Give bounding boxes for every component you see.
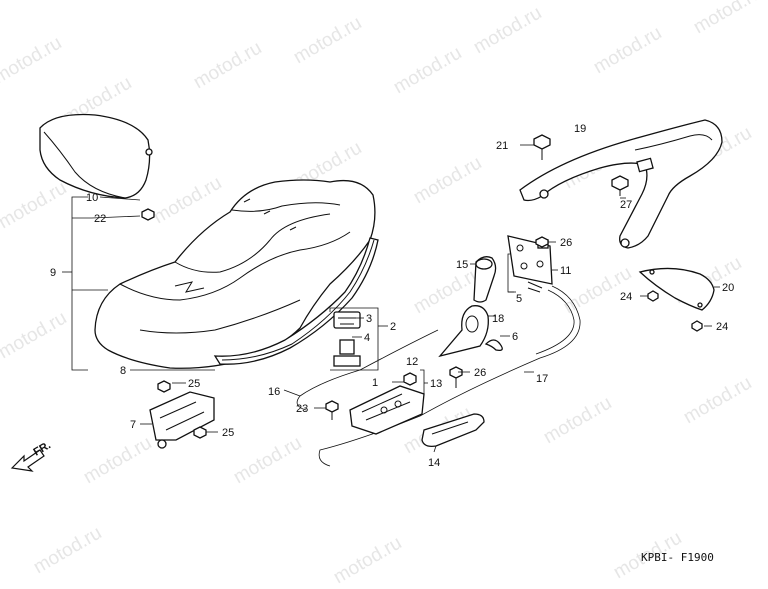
key-cylinder (473, 256, 497, 303)
cable-17b (535, 289, 575, 355)
callout-17: 17 (536, 373, 548, 385)
callout-25b: 25 (222, 427, 234, 439)
side-cover-panel (638, 267, 715, 311)
callout-22: 22 (94, 213, 106, 225)
callout-13: 13 (430, 378, 442, 390)
clip-6 (484, 339, 503, 352)
callout-9: 9 (50, 267, 56, 279)
bolt-22 (141, 208, 155, 221)
hinge-bracket (333, 311, 361, 367)
callout-20: 20 (722, 282, 734, 294)
cable-16 (296, 329, 439, 411)
callout-27: 27 (620, 199, 632, 211)
lock-cover (438, 305, 489, 358)
direction-label: FR. (32, 439, 53, 458)
leader-lines (62, 144, 720, 453)
callout-10: 10 (86, 192, 98, 204)
bolt-27 (611, 175, 629, 196)
callout-23: 23 (296, 403, 308, 415)
hinge-mount (149, 391, 215, 449)
callout-26b: 26 (474, 367, 486, 379)
callout-19: 19 (574, 123, 586, 135)
callout-numbers: 1 2 3 4 5 6 7 8 9 10 11 12 13 14 15 16 1… (50, 123, 734, 469)
callout-25a: 25 (188, 378, 200, 390)
callout-7: 7 (130, 419, 136, 431)
diagram-code: KPBI- F1900 (641, 551, 714, 564)
callout-21: 21 (496, 140, 508, 152)
front-direction-arrow: FR. (10, 439, 53, 472)
callout-16: 16 (268, 386, 280, 398)
callout-12: 12 (406, 356, 418, 368)
bolt-23 (325, 400, 339, 420)
callout-11: 11 (560, 265, 571, 277)
cable-17 (318, 285, 581, 467)
callout-2: 2 (390, 321, 396, 333)
callout-24a: 24 (620, 291, 632, 303)
bolt-21 (533, 134, 551, 160)
arrow-icon (10, 449, 45, 472)
seat-latch (349, 372, 425, 435)
callout-1: 1 (372, 377, 378, 389)
bolt-26-lower (449, 366, 463, 388)
callout-18: 18 (492, 313, 504, 325)
callout-26a: 26 (560, 237, 572, 249)
callout-6: 6 (512, 331, 518, 343)
callout-8: 8 (120, 365, 126, 377)
bolt-25-upper (157, 380, 171, 393)
callout-15: 15 (456, 259, 468, 271)
latch-cover (421, 413, 485, 448)
callout-5: 5 (516, 293, 522, 305)
callout-3: 3 (366, 313, 372, 325)
main-seat (94, 179, 379, 369)
callout-24b: 24 (716, 321, 728, 333)
backrest-pad (39, 113, 153, 199)
parts-diagram: 1 2 3 4 5 6 7 8 9 10 11 12 13 14 15 16 1… (10, 113, 734, 472)
bolt-26-upper (535, 236, 549, 248)
callout-4: 4 (364, 332, 370, 344)
callout-14: 14 (428, 457, 440, 469)
bolt-24-right (691, 320, 703, 332)
grab-rail (519, 119, 723, 249)
bolt-24-left (647, 290, 659, 302)
bolt-25-lower (193, 426, 207, 439)
